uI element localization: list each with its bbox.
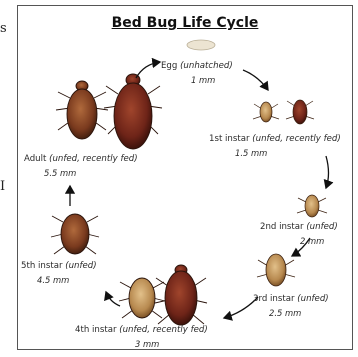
third-instar-label: 3rd instar (unfed) <box>253 295 329 305</box>
diagram-frame: Bed Bug Life Cycle <box>17 5 353 350</box>
fourth-instar-label: 4th instar (unfed, recently fed) <box>75 326 208 336</box>
first-instar-label: 1st instar (unfed, recently fed) <box>209 135 341 145</box>
adult-size: 5.5 mm <box>44 168 76 178</box>
arrow-adult-to-egg <box>136 62 160 78</box>
fifth-instar-label: 5th instar (unfed) <box>21 262 97 272</box>
second-instar-bug-picture <box>297 195 327 217</box>
adult-bugs-picture <box>56 74 162 149</box>
fourth-instar-size: 3 mm <box>135 339 159 349</box>
third-instar-bug-picture <box>257 254 295 286</box>
edge-glyph-middle: I <box>0 180 5 193</box>
egg-label: Egg (unhatched) <box>161 62 233 72</box>
second-instar-size: 2 mm <box>300 236 324 246</box>
fifth-instar-bug-picture <box>51 214 99 254</box>
third-instar-size: 2.5 mm <box>269 308 301 318</box>
second-instar-label: 2nd instar (unfed) <box>260 223 338 233</box>
egg-picture <box>187 40 215 50</box>
arrow-egg-to-first <box>243 70 268 90</box>
edge-glyph-top: s <box>0 22 7 35</box>
first-instar-size: 1.5 mm <box>235 148 267 158</box>
egg-size: 1 mm <box>191 75 215 85</box>
arrow-fourth-to-fifth <box>106 292 120 306</box>
arrow-first-to-second <box>326 156 329 188</box>
adult-label: Adult (unfed, recently fed) <box>24 155 138 165</box>
fifth-instar-size: 4.5 mm <box>37 275 69 285</box>
fourth-instar-bugs-picture <box>119 265 207 325</box>
first-instar-bugs-picture <box>253 100 314 124</box>
